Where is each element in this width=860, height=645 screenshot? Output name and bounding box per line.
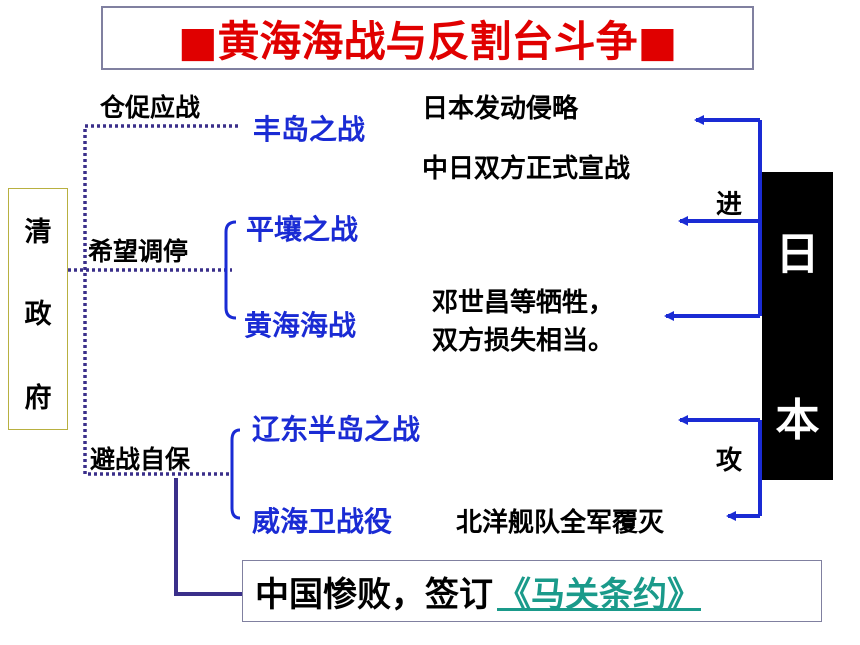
treaty-link[interactable]: 《马关条约》 bbox=[497, 574, 701, 615]
battle-liaodong: 辽东半岛之战 bbox=[252, 413, 421, 446]
japan-char-2: 本 bbox=[775, 395, 820, 446]
qing-char-2: 政 bbox=[24, 299, 52, 330]
battle-pyongyang: 平壤之战 bbox=[246, 213, 359, 246]
direction-advance: 进 bbox=[716, 190, 743, 220]
result-box: 中国惨败，签订 《马关条约》 bbox=[242, 560, 822, 622]
battle-fengdao: 丰岛之战 bbox=[253, 113, 366, 146]
result-text: 中国惨败，签订 bbox=[255, 574, 493, 615]
note-deng-shichang-line2: 双方损失相当。 bbox=[432, 326, 615, 356]
qing-dotted-bracket bbox=[68, 124, 238, 476]
note-japan-aggression: 日本发动侵略 bbox=[422, 94, 579, 124]
diagram-title: ■黄海海战与反割台斗争■ bbox=[101, 6, 754, 70]
japan-box bbox=[762, 172, 833, 480]
bracket-xiwang bbox=[224, 220, 237, 320]
bracket-bizhan bbox=[230, 428, 241, 520]
direction-attack: 攻 bbox=[716, 446, 743, 476]
policy-hope-mediation: 希望调停 bbox=[88, 237, 189, 266]
note-war-declared: 中日双方正式宣战 bbox=[422, 154, 631, 184]
note-deng-shichang-line1: 邓世昌等牺牲， bbox=[432, 288, 615, 318]
japan-connectors bbox=[664, 115, 762, 521]
qing-char-3: 府 bbox=[24, 383, 52, 414]
policy-avoid-war: 避战自保 bbox=[90, 445, 191, 474]
qing-char-1: 清 bbox=[24, 217, 52, 248]
result-connector bbox=[174, 478, 242, 596]
note-beiyang-destroyed: 北洋舰队全军覆灭 bbox=[456, 508, 665, 538]
japan-char-1: 日 bbox=[775, 229, 820, 280]
battle-yellow-sea: 黄海海战 bbox=[244, 309, 357, 342]
battle-weihaiwei: 威海卫战役 bbox=[252, 505, 393, 538]
policy-hasty-response: 仓促应战 bbox=[100, 93, 201, 122]
qing-government-box bbox=[8, 188, 68, 430]
